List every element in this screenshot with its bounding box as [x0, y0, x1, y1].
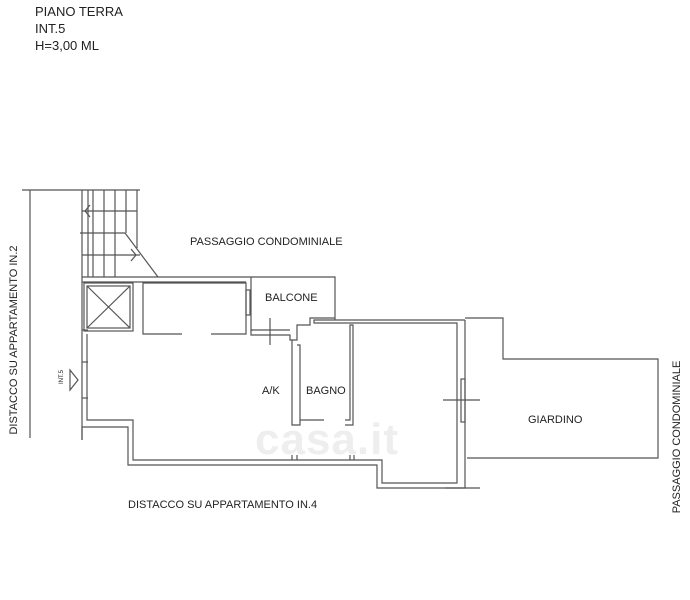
entrance-arrow [69, 368, 79, 392]
label-bathroom: BAGNO [306, 385, 346, 397]
watermark: casa.it [255, 415, 399, 464]
label-balcony: BALCONE [265, 292, 318, 304]
stairs [80, 190, 159, 440]
label-right-side: PASSAGGIO CONDOMINIALE [671, 360, 683, 514]
wall [82, 276, 253, 331]
label-garden: GIARDINO [528, 414, 583, 426]
unit-number: INT.5 [35, 21, 66, 36]
elevator-shaft [83, 282, 134, 332]
label-kitchen: A/K [262, 385, 280, 397]
label-passage-top: PASSAGGIO CONDOMINIALE [190, 236, 343, 248]
wall [86, 319, 465, 484]
bathroom-wall [291, 340, 301, 426]
balcony-outline [251, 276, 336, 320]
floor-title: PIANO TERRA [35, 4, 123, 19]
wall [142, 282, 247, 335]
ceiling-height: H=3,00 ML [35, 38, 99, 53]
label-entrance: INT.5 [59, 369, 66, 385]
label-bottom-side: DISTACCO SU APPARTAMENTO IN.4 [128, 499, 318, 511]
garden-outline [465, 317, 659, 459]
label-left-side: DISTACCO SU APPARTAMENTO IN.2 [8, 245, 20, 435]
